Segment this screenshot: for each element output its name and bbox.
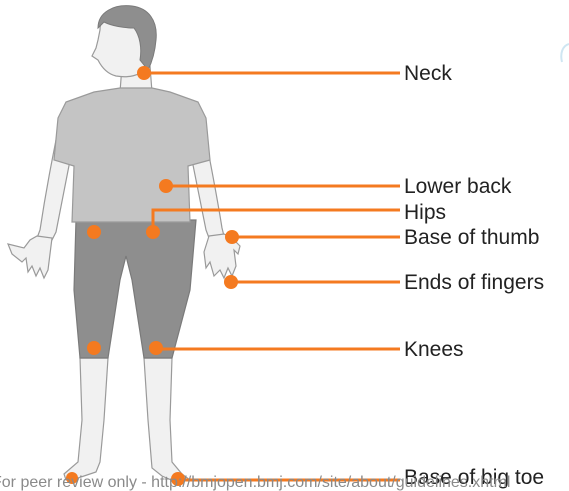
figure-trousers xyxy=(74,220,196,358)
figure-shirt xyxy=(54,88,210,222)
right-hip-marker xyxy=(146,225,160,239)
left-knee-marker xyxy=(87,341,101,355)
lower-back-marker xyxy=(159,179,173,193)
human-figure xyxy=(8,6,240,482)
label-lower-back: Lower back xyxy=(404,176,511,197)
label-hips: Hips xyxy=(404,202,446,223)
watermark-text: For peer review only - http://bmjopen.bm… xyxy=(0,475,510,491)
edge-decoration xyxy=(561,44,569,62)
left-hip-marker xyxy=(87,225,101,239)
figure-right-lower-leg xyxy=(144,358,190,482)
label-ends-of-fingers: Ends of fingers xyxy=(404,272,544,293)
figure-left-hand xyxy=(8,236,52,278)
figure-left-lower-leg xyxy=(64,358,108,480)
label-neck: Neck xyxy=(404,63,452,84)
label-base-of-thumb: Base of thumb xyxy=(404,227,539,248)
neck-marker xyxy=(137,66,151,80)
label-knees: Knees xyxy=(404,339,464,360)
ends-of-fingers-marker xyxy=(224,275,238,289)
base-of-thumb-marker xyxy=(225,230,239,244)
right-knee-marker xyxy=(149,341,163,355)
